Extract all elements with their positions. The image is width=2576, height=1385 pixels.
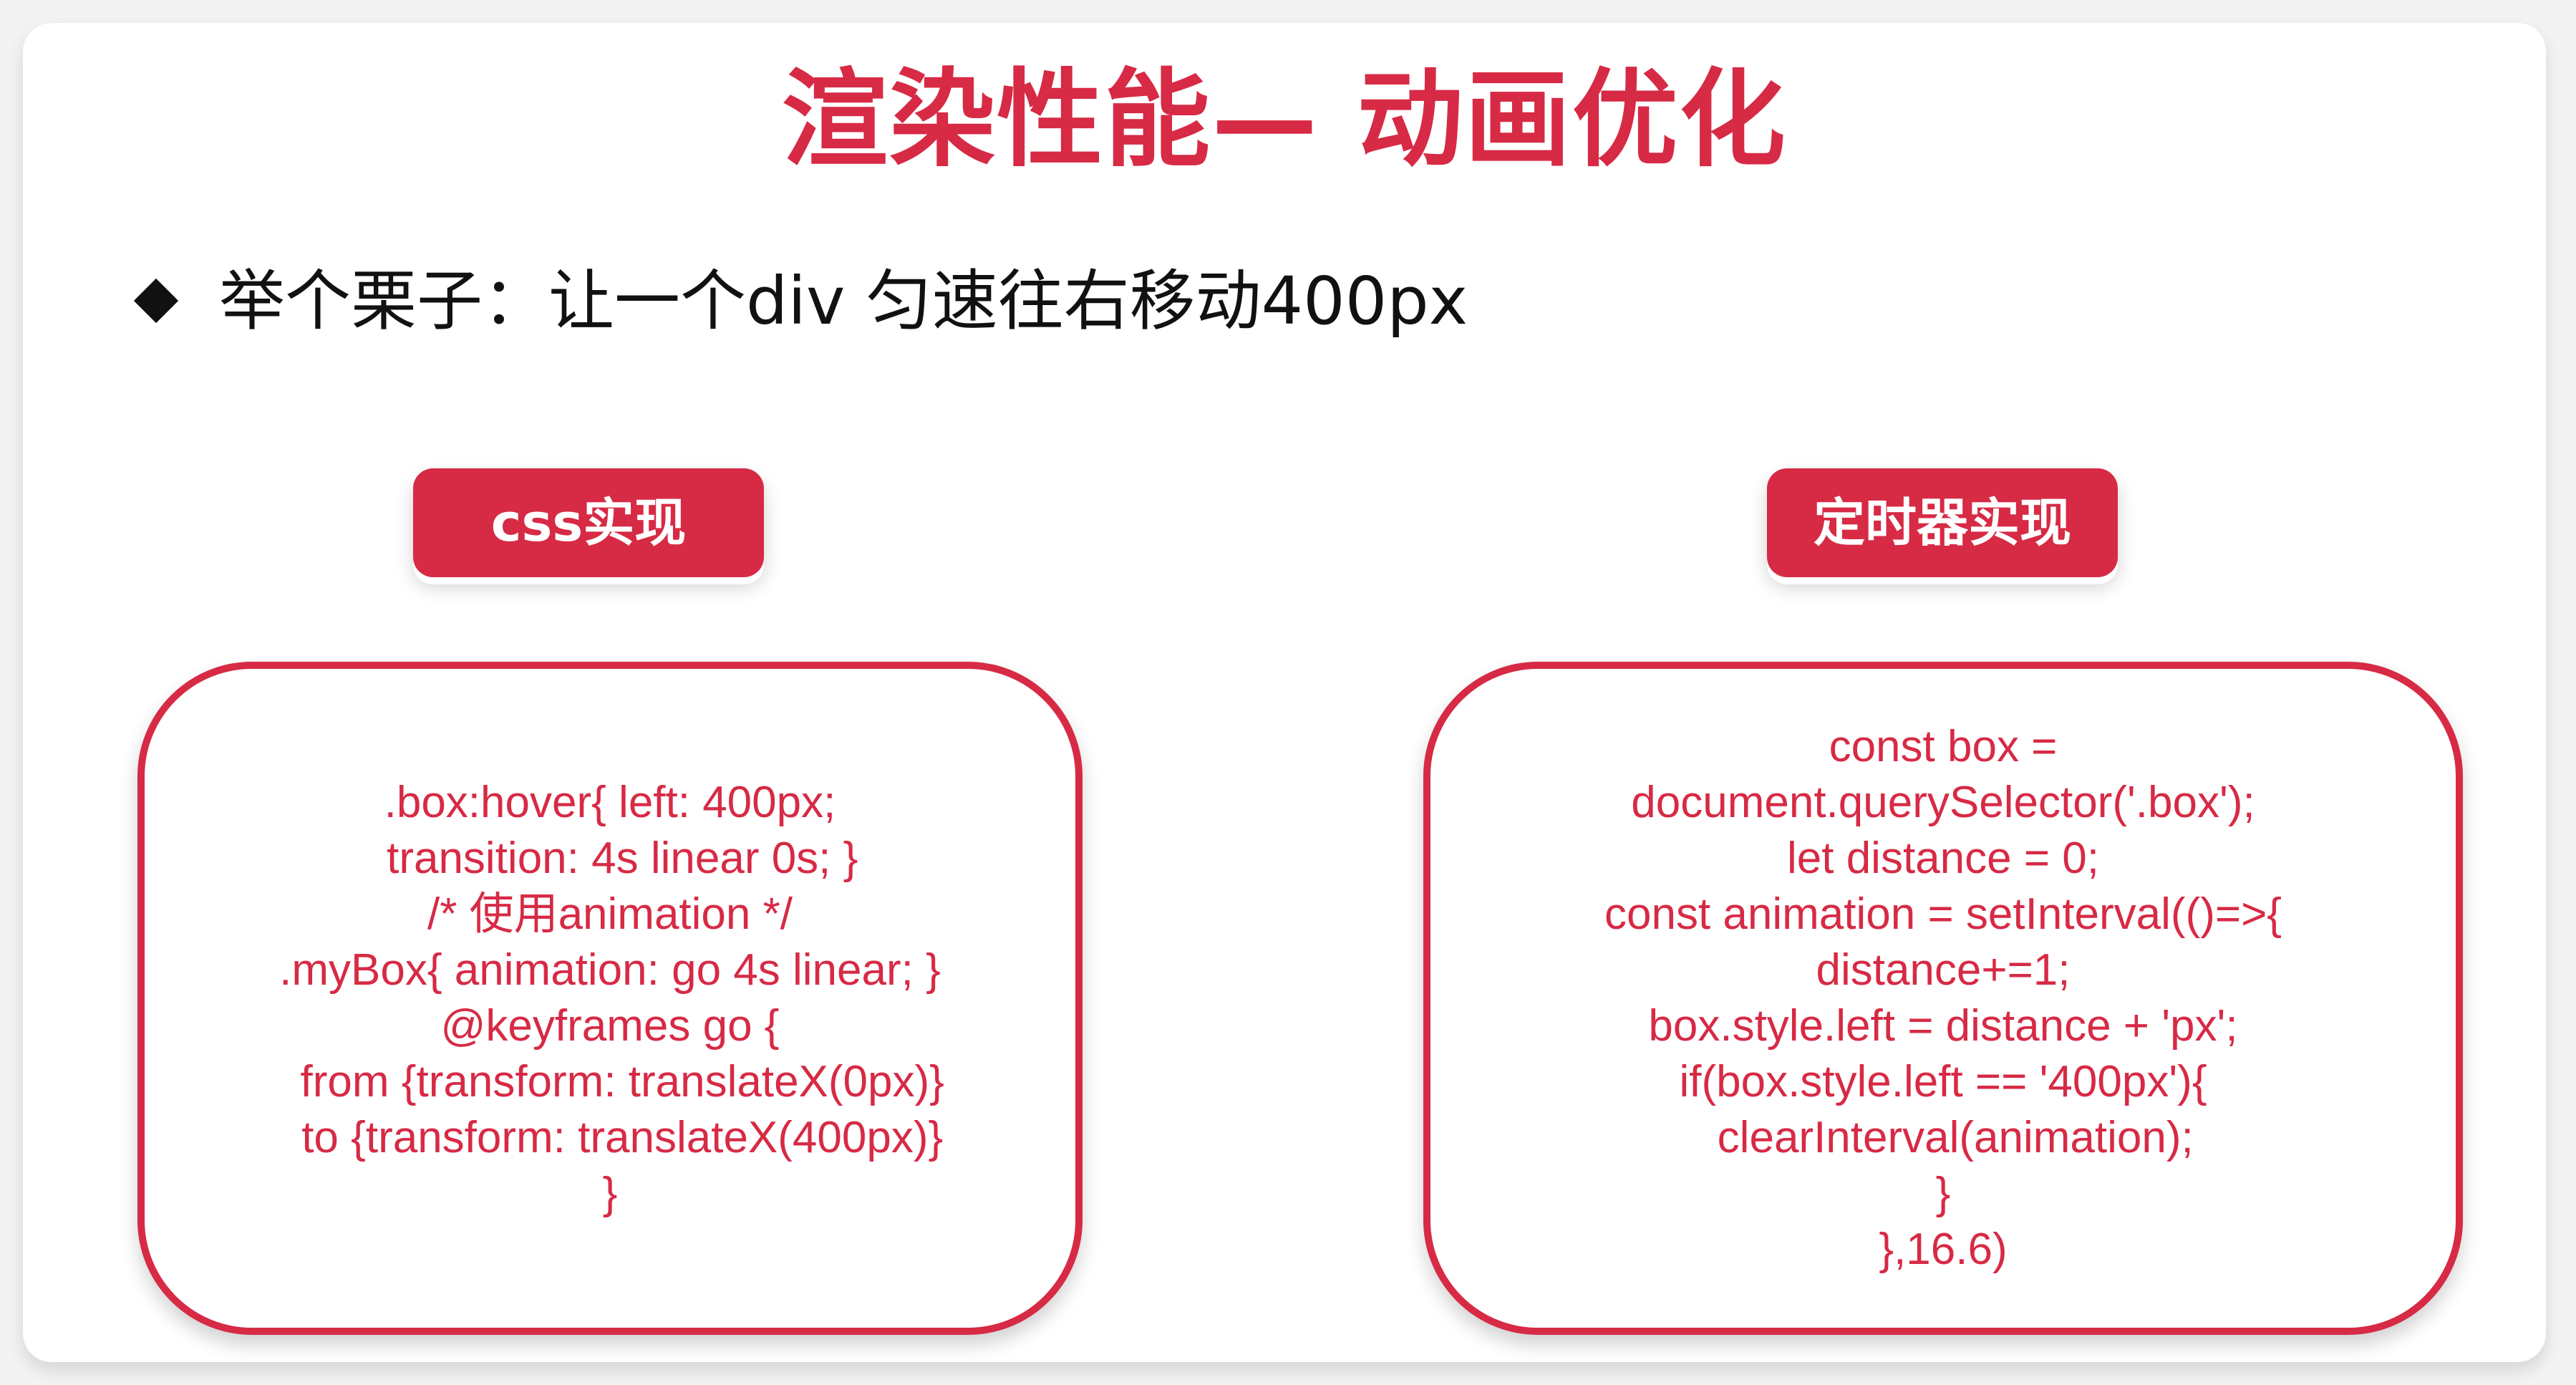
slide: 渲染性能— 动画优化 举个栗子：让一个div 匀速往右移动400px css实现… [23,23,2546,1362]
css-code: .box:hover{ left: 400px; transition: 4s … [279,778,944,1218]
slide-title: 渲染性能— 动画优化 [782,58,1787,181]
css-code-card: .box:hover{ left: 400px; transition: 4s … [137,662,1083,1335]
slide-subtitle: 举个栗子：让一个div 匀速往右移动400px [133,263,1468,339]
timer-implementation-button: 定时器实现 [1767,468,2118,577]
timer-code-card: const box = document.querySelector('.box… [1423,662,2463,1335]
subtitle-text: 举个栗子：让一个div 匀速往右移动400px [219,263,1468,339]
css-implementation-label: css实现 [490,493,687,553]
timer-code: const box = document.querySelector('.box… [1604,722,2282,1274]
diamond-bullet-icon [133,278,179,324]
timer-implementation-label: 定时器实现 [1813,493,2071,553]
css-implementation-button: css实现 [413,468,764,577]
